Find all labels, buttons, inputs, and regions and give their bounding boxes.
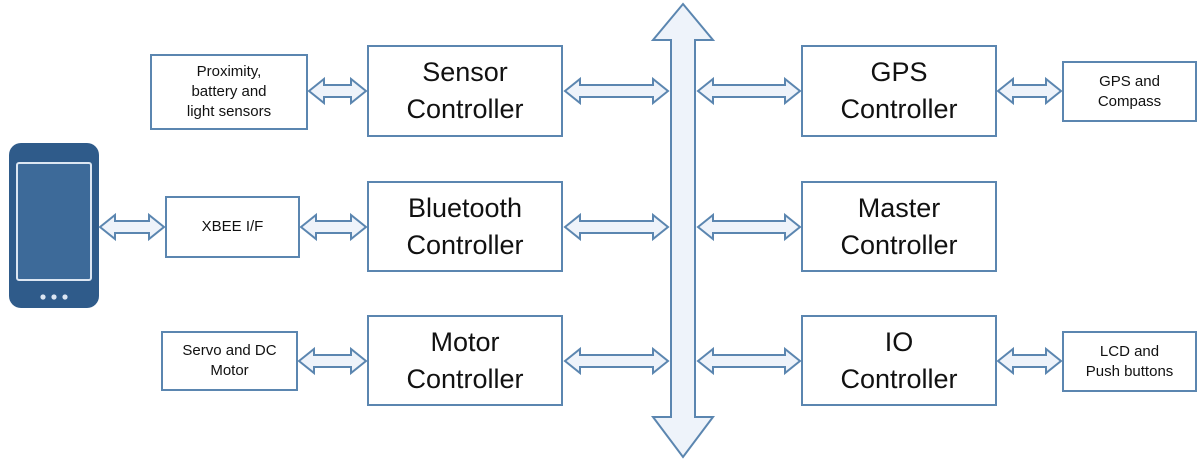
arrow-bus-io-ctrl — [696, 346, 802, 376]
arrow-motor-ctrl-bus — [563, 346, 670, 376]
gps-compass-box: GPS and Compass — [1062, 61, 1197, 122]
servo-motor-box: Servo and DC Motor — [161, 331, 298, 391]
motor-controller-box: Motor Controller — [367, 315, 563, 406]
arrow-phone-xbee — [98, 212, 166, 242]
sensor-controller-box: Sensor Controller — [367, 45, 563, 137]
bluetooth-controller-box: Bluetooth Controller — [367, 181, 563, 272]
gps-controller-box: GPS Controller — [801, 45, 997, 137]
sensor-controller-line1: Sensor — [422, 57, 508, 87]
arrow-bt-ctrl-bus — [563, 212, 670, 242]
gps-compass-line1: GPS and — [1099, 72, 1160, 90]
arrow-bus-master-ctrl — [696, 212, 802, 242]
sensors-line2: battery and — [191, 83, 267, 100]
bluetooth-controller-line1: Bluetooth — [407, 192, 523, 223]
arrow-io-ctrl-lcd — [996, 346, 1063, 376]
gps-compass-line2: Compass — [1097, 92, 1162, 110]
servo-line1: Servo and DC — [182, 342, 277, 359]
arrow-bus-gps-ctrl — [696, 76, 802, 106]
arrow-servo-motor-ctrl — [297, 346, 368, 376]
sensors-box: Proximity, battery and light sensors — [150, 54, 308, 130]
io-controller-line1: IO — [884, 326, 914, 357]
gps-controller-line2: Controller — [840, 94, 958, 124]
xbee-label: XBEE I/F — [201, 218, 264, 235]
servo-line2: Motor — [210, 362, 249, 379]
motor-controller-line1: Motor — [430, 326, 500, 357]
sensors-line3: light sensors — [186, 103, 272, 120]
master-controller-line1: Master — [857, 192, 941, 223]
sensors-line1: Proximity, — [196, 63, 262, 80]
smartphone-icon — [9, 143, 99, 308]
xbee-box: XBEE I/F — [165, 196, 300, 258]
lcd-line2: Push buttons — [1085, 362, 1174, 380]
io-controller-line2: Controller — [840, 363, 958, 394]
lcd-buttons-box: LCD and Push buttons — [1062, 331, 1197, 392]
gps-controller-line1: GPS — [870, 57, 928, 87]
motor-controller-line2: Controller — [406, 363, 524, 394]
io-controller-box: IO Controller — [801, 315, 997, 406]
arrow-gps-ctrl-compass — [996, 76, 1063, 106]
lcd-line1: LCD and — [1099, 342, 1160, 360]
arrow-sensor-ctrl-bus — [563, 76, 670, 106]
master-controller-line2: Controller — [840, 229, 958, 260]
arrow-xbee-bt-ctrl — [299, 212, 368, 242]
bluetooth-controller-line2: Controller — [406, 229, 524, 260]
arrow-sensors-sensor-ctrl — [307, 76, 368, 106]
system-bus-arrow — [650, 2, 716, 459]
master-controller-box: Master Controller — [801, 181, 997, 272]
sensor-controller-line2: Controller — [406, 94, 524, 124]
